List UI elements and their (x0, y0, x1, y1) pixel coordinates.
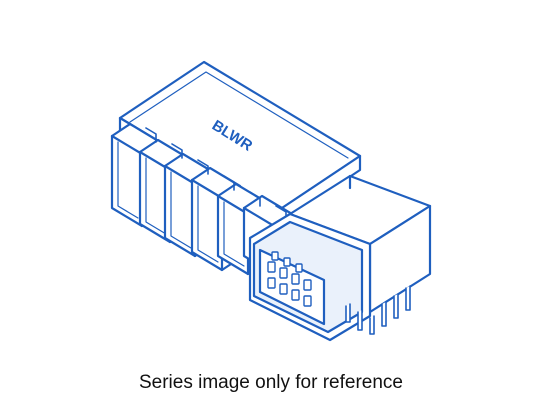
connector-illustration: BLWR (110, 60, 432, 342)
housing-notches (145, 127, 287, 221)
pin-grid (267, 251, 312, 307)
image-caption: Series image only for reference (138, 372, 403, 393)
solder-tails (345, 285, 411, 335)
